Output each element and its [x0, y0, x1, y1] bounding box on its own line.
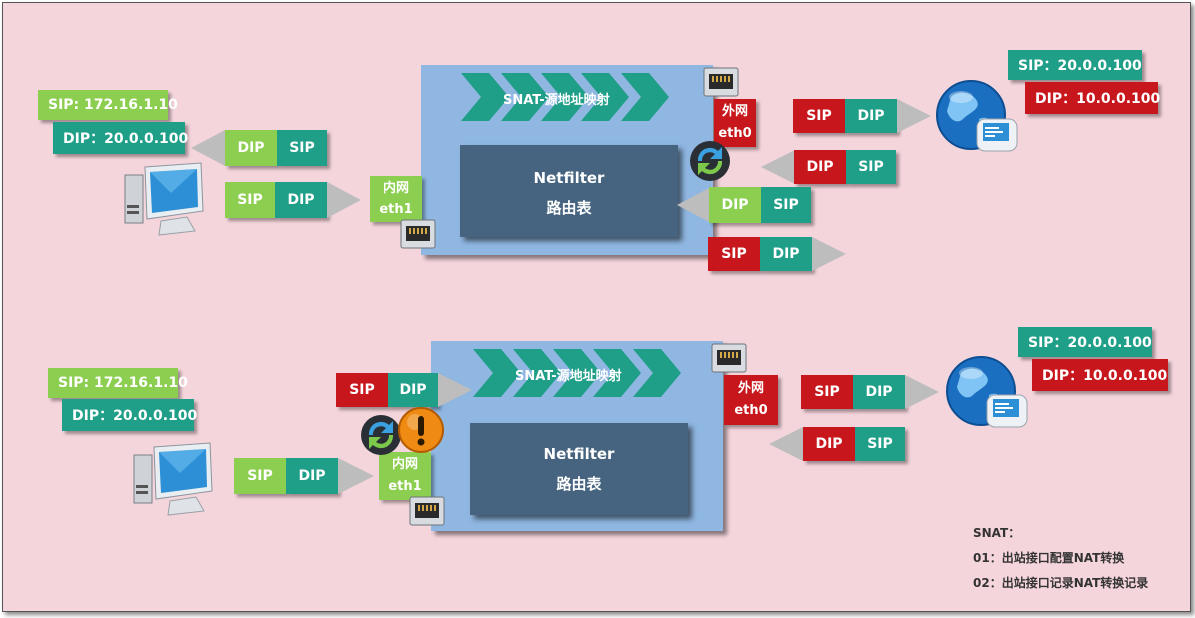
- top-snat-title: SNAT-源地址映射: [503, 93, 610, 108]
- top-mid-out-sip: SIP: [708, 237, 760, 271]
- bottom-right-in-sip: SIP: [855, 427, 905, 461]
- bottom-outer-iface: eth0: [734, 403, 768, 418]
- top-mid-in-arrowhead: [677, 187, 711, 223]
- network-port-icon: [400, 219, 436, 249]
- legend-item-2: 02：出站接口记录NAT转换记录: [973, 576, 1149, 590]
- top-server-sip-label: SIP：20.0.0.100: [1008, 50, 1142, 80]
- legend-item-1: 01：出站接口配置NAT转换: [973, 551, 1125, 565]
- top-left-return-sip: SIP: [277, 130, 327, 166]
- desktop-computer-icon: [124, 162, 204, 236]
- top-client-dip-label: DIP：20.0.0.100: [53, 122, 188, 154]
- top-left-outgoing-sip: SIP: [225, 182, 275, 218]
- bottom-right-out-arrowhead: [905, 375, 939, 409]
- top-right-in-arrowhead: [761, 150, 795, 184]
- bottom-right-out-dip: DIP: [853, 375, 905, 409]
- network-port-icon: [409, 496, 445, 526]
- top-left-outgoing-dip: DIP: [275, 182, 327, 218]
- bottom-server-sip-label: SIP：20.0.0.100: [1018, 327, 1152, 357]
- top-outer-iface: eth0: [718, 126, 752, 141]
- top-mid-out-dip: DIP: [760, 237, 812, 271]
- top-right-in-dip: DIP: [794, 150, 846, 184]
- bottom-route-table-label: 路由表: [556, 475, 602, 493]
- top-chevron-arrow-icon: [461, 73, 669, 121]
- top-outer-label: 外网: [721, 104, 748, 119]
- refresh-cycle-icon: [690, 141, 730, 181]
- bottom-inner-interface: 内网 eth1: [379, 452, 431, 500]
- bottom-netfilter-title: Netfilter: [543, 445, 615, 463]
- network-port-icon: [711, 343, 747, 373]
- bottom-inner-iface: eth1: [388, 479, 422, 494]
- bottom-right-out-sip: SIP: [801, 375, 853, 409]
- bottom-snat-title: SNAT-源地址映射: [515, 369, 622, 384]
- top-server-dip-label: DIP：10.0.0.100: [1025, 82, 1160, 114]
- top-mid-in-dip: DIP: [709, 187, 761, 223]
- bottom-netfilter-box: Netfilter 路由表: [470, 423, 688, 515]
- globe-computer-icon: [946, 356, 1028, 428]
- bottom-server-dip-label: DIP：10.0.0.100: [1032, 359, 1168, 391]
- bottom-right-in-dip: DIP: [803, 427, 855, 461]
- bottom-inner-label: 内网: [391, 457, 418, 472]
- bottom-outer-interface: 外网 eth0: [724, 375, 778, 425]
- top-netfilter-box: Netfilter 路由表: [460, 145, 678, 237]
- top-left-outgoing-arrowhead: [327, 182, 361, 218]
- top-inner-iface: eth1: [379, 202, 413, 217]
- bottom-inner-packet-arrowhead: [438, 373, 472, 407]
- bottom-left-outgoing-sip: SIP: [234, 458, 286, 494]
- warning-icon: [398, 407, 444, 453]
- bottom-client-sip-label: SIP: 172.16.1.10: [48, 368, 188, 398]
- bottom-client-dip-label: DIP：20.0.0.100: [62, 399, 197, 431]
- bottom-chevron-arrow-icon: [473, 349, 681, 397]
- top-inner-interface: 内网 eth1: [370, 176, 422, 222]
- top-mid-out-arrowhead: [812, 237, 846, 271]
- bottom-left-outgoing-dip: DIP: [286, 458, 338, 494]
- top-right-out-arrowhead: [897, 99, 931, 133]
- top-left-incoming-arrowhead: [191, 130, 225, 166]
- top-left-return-dip: DIP: [225, 130, 277, 166]
- globe-computer-icon: [936, 80, 1018, 152]
- bottom-inner-packet-sip: SIP: [336, 373, 388, 407]
- top-netfilter-title: Netfilter: [533, 169, 605, 187]
- top-right-in-sip: SIP: [846, 150, 896, 184]
- top-route-table-label: 路由表: [546, 199, 592, 217]
- top-client-sip-label: SIP: 172.16.1.10: [38, 90, 178, 120]
- bottom-outer-label: 外网: [737, 381, 764, 396]
- desktop-computer-icon: [133, 442, 213, 516]
- top-outer-interface: 外网 eth0: [714, 99, 756, 147]
- top-right-out-dip: DIP: [845, 99, 897, 133]
- network-port-icon: [703, 67, 739, 97]
- legend-title: SNAT：: [973, 526, 1021, 540]
- bottom-inner-packet-dip: DIP: [388, 373, 438, 407]
- top-inner-label: 内网: [382, 181, 409, 196]
- bottom-left-outgoing-arrowhead: [338, 458, 374, 494]
- top-right-out-sip: SIP: [793, 99, 845, 133]
- refresh-cycle-icon: [361, 415, 401, 455]
- top-mid-in-sip: SIP: [761, 187, 811, 223]
- bottom-right-in-arrowhead: [769, 427, 803, 461]
